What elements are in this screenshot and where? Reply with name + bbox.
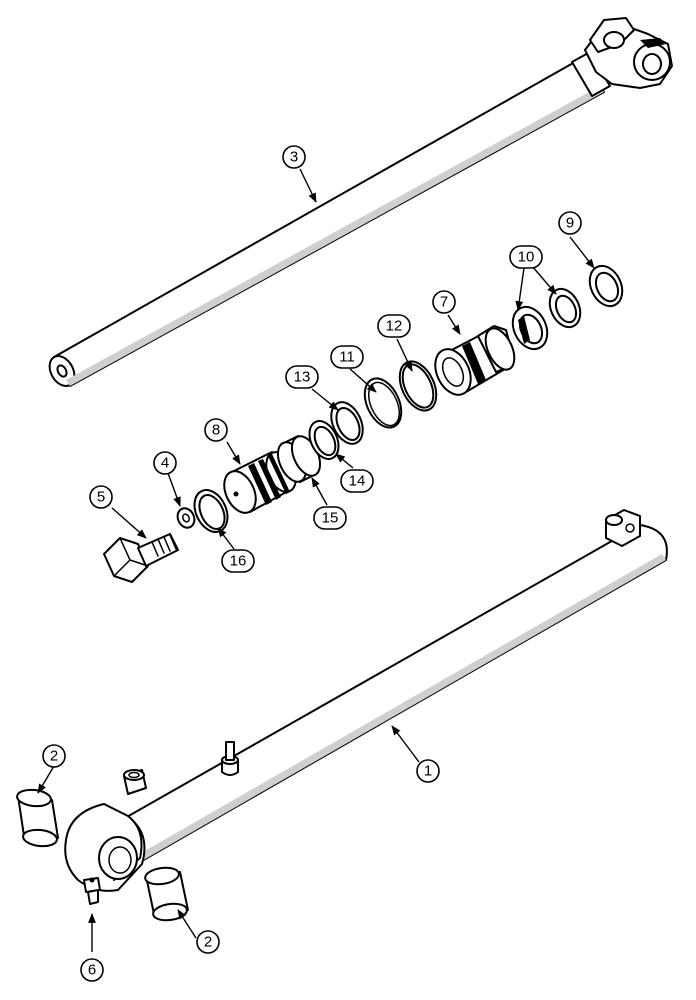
svg-text:16: 16 bbox=[230, 553, 247, 570]
svg-text:14: 14 bbox=[349, 473, 366, 490]
callout-5: 5 bbox=[89, 485, 113, 509]
bushing-part-2-right bbox=[144, 866, 189, 922]
svg-text:15: 15 bbox=[322, 510, 339, 527]
gland-part-7 bbox=[434, 325, 516, 396]
callout-15: 15 bbox=[313, 506, 347, 530]
svg-text:11: 11 bbox=[339, 349, 355, 366]
svg-text:6: 6 bbox=[88, 962, 96, 979]
svg-text:5: 5 bbox=[97, 489, 105, 506]
callout-1: 1 bbox=[416, 759, 440, 783]
callout-8: 8 bbox=[204, 418, 228, 442]
piston-rod-part-3 bbox=[48, 17, 673, 387]
svg-text:13: 13 bbox=[294, 369, 311, 386]
wiper-part-9 bbox=[588, 264, 624, 308]
svg-text:1: 1 bbox=[424, 763, 432, 780]
seal-part-13 bbox=[330, 401, 364, 445]
svg-text:4: 4 bbox=[161, 455, 169, 472]
seal-ring-part-16 bbox=[193, 489, 229, 533]
svg-text:3: 3 bbox=[290, 149, 298, 166]
bushing-part-2-left bbox=[16, 788, 59, 848]
backup-ring-part-14 bbox=[308, 420, 340, 460]
callout-10: 10 bbox=[509, 245, 543, 269]
svg-text:10: 10 bbox=[518, 249, 535, 266]
svg-text:7: 7 bbox=[440, 294, 448, 311]
rod-seal-part-10-b bbox=[548, 287, 582, 329]
rod-seal-part-10-a bbox=[511, 305, 549, 351]
callout-2-right: 2 bbox=[196, 930, 220, 954]
svg-text:8: 8 bbox=[212, 422, 220, 439]
callout-7: 7 bbox=[432, 290, 456, 314]
bolt-part-5 bbox=[103, 533, 179, 583]
cylinder-barrel-part-1 bbox=[64, 509, 668, 892]
piston-part-8 bbox=[223, 451, 297, 514]
svg-text:9: 9 bbox=[566, 215, 574, 232]
svg-text:2: 2 bbox=[50, 748, 58, 765]
callout-14: 14 bbox=[340, 469, 374, 493]
svg-text:2: 2 bbox=[204, 934, 212, 951]
o-ring-part-12 bbox=[398, 360, 438, 412]
callout-12: 12 bbox=[377, 314, 411, 338]
svg-text:12: 12 bbox=[386, 318, 403, 335]
callout-9: 9 bbox=[558, 211, 582, 235]
washer-part-4 bbox=[176, 507, 196, 529]
callout-11: 11 bbox=[330, 345, 364, 369]
callout-6: 6 bbox=[80, 958, 104, 982]
callout-3: 3 bbox=[282, 145, 306, 169]
grease-fitting-part-6 bbox=[83, 877, 101, 905]
callout-2-left: 2 bbox=[42, 744, 66, 768]
callout-4: 4 bbox=[153, 451, 177, 475]
leader-lines bbox=[37, 168, 595, 952]
callout-16: 16 bbox=[221, 549, 255, 573]
callout-13: 13 bbox=[285, 365, 319, 389]
